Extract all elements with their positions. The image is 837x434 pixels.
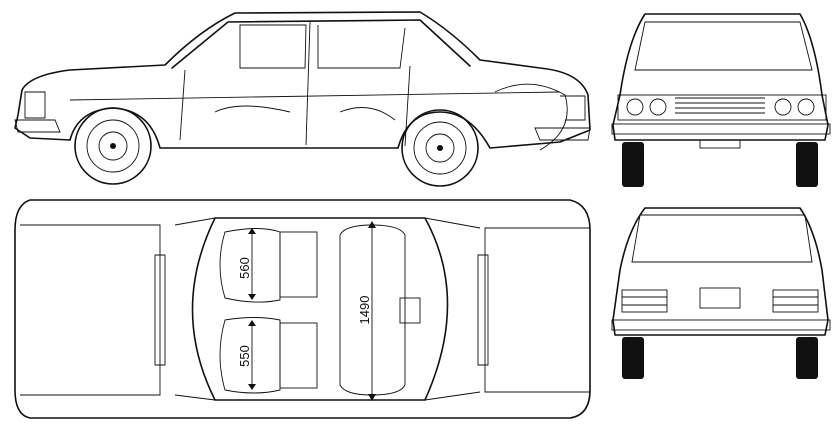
rear-wheel xyxy=(401,109,479,187)
front-view xyxy=(611,13,831,187)
rear-view xyxy=(611,207,831,379)
top-view: 560 550 1490 xyxy=(14,199,591,419)
front-wheel xyxy=(74,107,152,185)
front-seat-dimension: 560 xyxy=(237,257,252,279)
rear-seat-dimension: 550 xyxy=(237,345,252,367)
interior-width-dimension: 1490 xyxy=(357,296,372,325)
side-view xyxy=(14,11,591,187)
